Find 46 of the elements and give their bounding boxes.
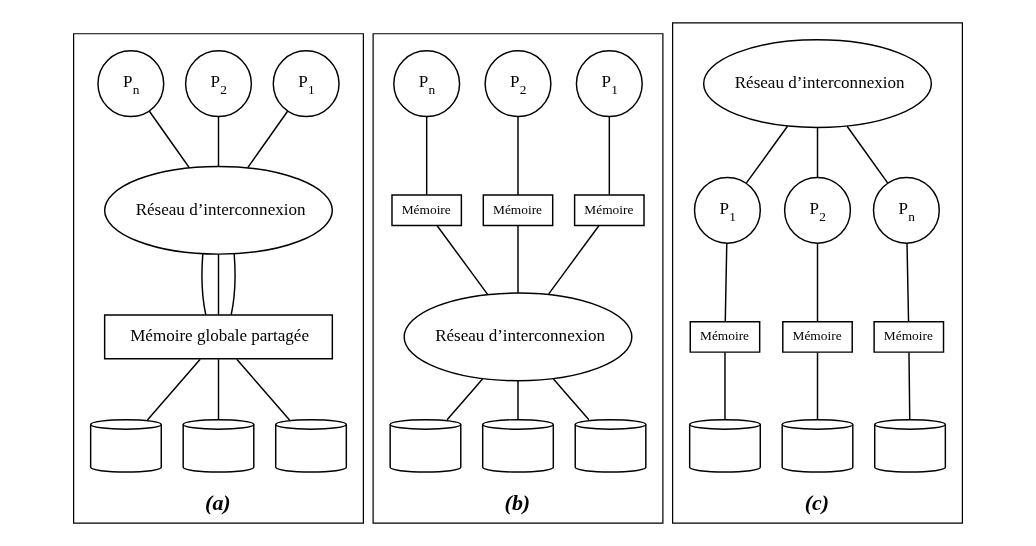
node-box: Mémoire globale partagée xyxy=(103,314,334,360)
node-circle: P$_{1}$ xyxy=(693,176,761,244)
node-circle: P$_{n}$ xyxy=(393,50,461,118)
node-circle: P$_{n}$ xyxy=(97,50,165,118)
node-ellipse: Réseau d’interconnexion xyxy=(403,292,633,382)
node-box: Mémoire xyxy=(391,194,463,227)
connector xyxy=(217,358,220,421)
node-circle: P$_{1}$ xyxy=(575,50,643,118)
connector xyxy=(816,351,819,421)
node-box: Mémoire xyxy=(782,320,853,353)
connector xyxy=(517,380,519,420)
connector xyxy=(816,242,819,323)
connector xyxy=(517,225,519,294)
connector xyxy=(425,115,428,196)
connector xyxy=(446,378,484,421)
node-circle: P$_{2}$ xyxy=(484,50,552,118)
node-box: Mémoire xyxy=(482,194,554,227)
connector xyxy=(230,253,236,316)
connector xyxy=(724,351,726,421)
connector xyxy=(908,351,911,421)
node-circle: P$_{n}$ xyxy=(872,176,940,244)
connector xyxy=(201,253,207,316)
connector xyxy=(517,115,519,196)
connector xyxy=(724,242,728,323)
node-circle: P$_{1}$ xyxy=(272,50,340,118)
connector xyxy=(608,115,611,196)
connector xyxy=(436,225,489,296)
connector xyxy=(816,126,819,178)
connector xyxy=(217,115,220,167)
connector xyxy=(148,110,190,169)
connector xyxy=(146,358,201,421)
node-box: Mémoire xyxy=(873,320,945,353)
connector xyxy=(217,253,220,316)
connector xyxy=(552,378,590,421)
connector xyxy=(547,225,600,296)
node-box: Mémoire xyxy=(689,320,761,353)
connector xyxy=(745,125,789,184)
node-circle: P$_{2}$ xyxy=(184,50,253,118)
connector xyxy=(236,358,291,421)
connector xyxy=(846,125,889,184)
node-circle: P$_{2}$ xyxy=(783,176,852,244)
node-ellipse: Réseau d’interconnexion xyxy=(103,165,334,255)
node-ellipse: Réseau d’interconnexion xyxy=(702,39,933,129)
connector xyxy=(247,110,289,169)
node-box: Mémoire xyxy=(573,194,645,227)
connector xyxy=(906,242,910,323)
